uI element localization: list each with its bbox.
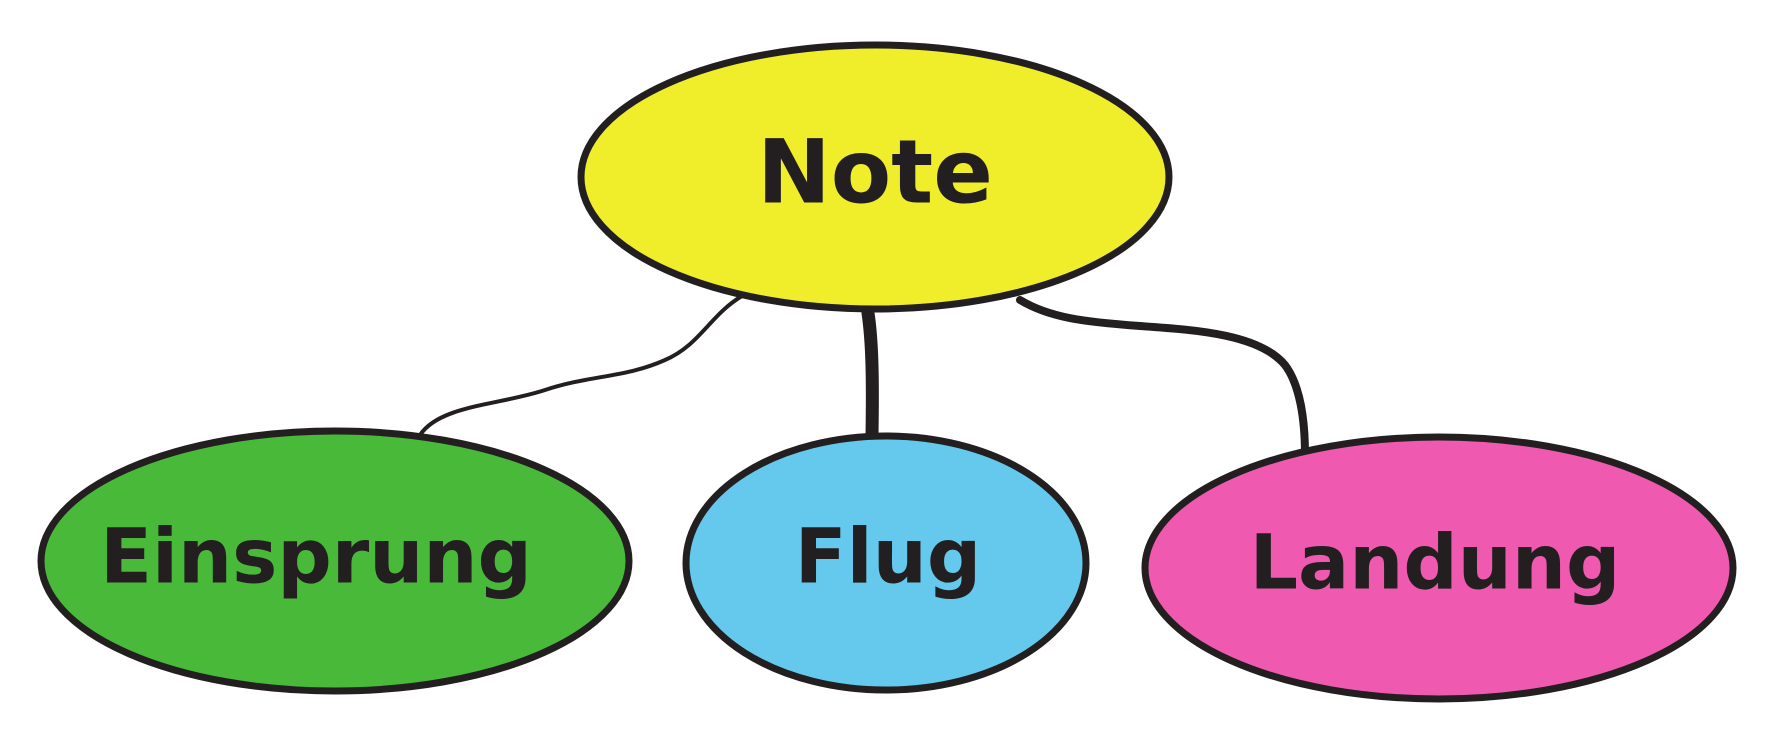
node-note-shape <box>577 41 1173 313</box>
node-note: Note <box>577 41 1173 313</box>
node-note-label: Note <box>757 121 993 224</box>
connector-note-landung <box>1016 296 1309 459</box>
node-landung-shape <box>1141 433 1737 703</box>
node-landung-label: Landung <box>1250 518 1621 607</box>
node-flug-label: Flug <box>795 512 981 601</box>
node-flug: Flug <box>682 432 1090 694</box>
connector-note-einsprung <box>418 294 744 437</box>
node-einsprung: Einsprung <box>37 427 633 695</box>
node-einsprung-label: Einsprung <box>100 512 532 601</box>
node-landung: Landung <box>1141 433 1737 703</box>
node-flug-shape <box>682 432 1090 694</box>
node-einsprung-shape <box>37 427 633 695</box>
connector-note-flug <box>861 306 879 442</box>
